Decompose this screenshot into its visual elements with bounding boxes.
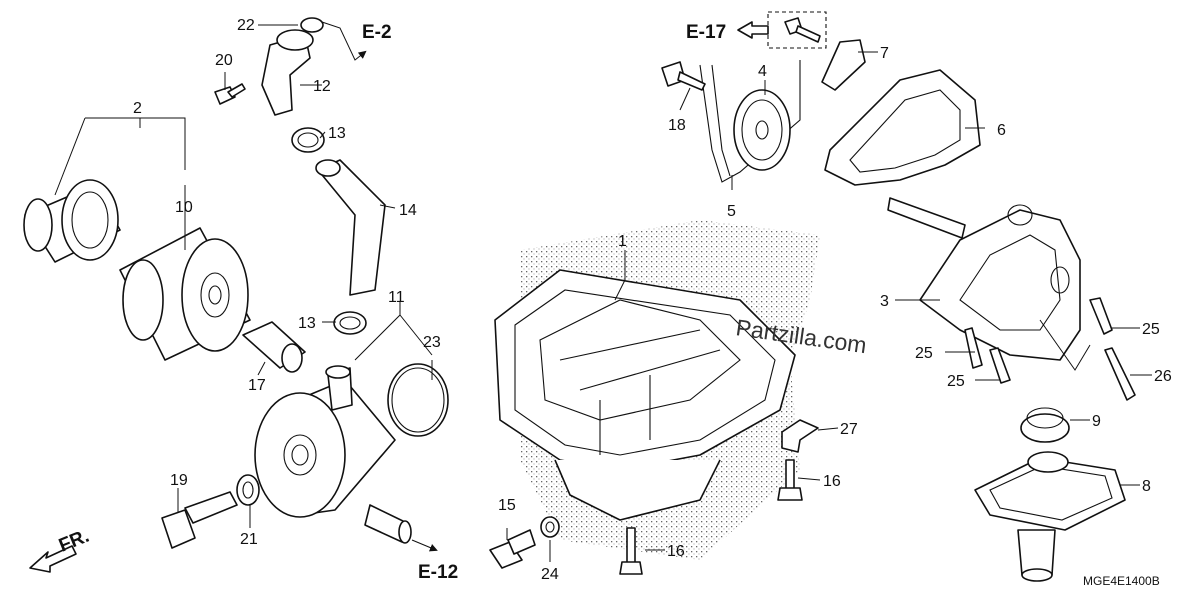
- callout-15: 15: [498, 497, 516, 514]
- callout-9: 9: [1092, 413, 1101, 430]
- part-20-bolt: [214, 83, 246, 105]
- part-26-bolt: [1104, 347, 1136, 401]
- callout-8: 8: [1142, 478, 1151, 495]
- part-17-threaded-nipple: [242, 321, 306, 373]
- ref-e12-label: E-12: [418, 562, 458, 583]
- part-25-bolt-right: [1089, 297, 1113, 335]
- part-18-bolt: [661, 61, 706, 91]
- callout-14: 14: [399, 202, 417, 219]
- part-8-strainer: [974, 451, 1126, 582]
- callout-6: 6: [997, 122, 1006, 139]
- callout-13-upper: 13: [328, 125, 346, 142]
- ref-e2-arrow: [321, 21, 367, 61]
- callout-21: 21: [240, 531, 258, 548]
- ref-e17-label: E-17: [686, 22, 726, 43]
- bolt-in-box: [767, 11, 827, 49]
- callout-11: 11: [388, 289, 405, 306]
- callout-26: 26: [1154, 368, 1172, 385]
- part-7-chain-guide: [821, 39, 866, 91]
- leader-lines: [54, 24, 1152, 562]
- part-22-o-ring: [300, 17, 324, 33]
- callout-20: 20: [215, 52, 233, 69]
- part-21-washer: [236, 474, 260, 506]
- callout-16-lower: 16: [667, 543, 685, 560]
- ref-e12-arrow: [411, 539, 438, 552]
- part-11-oil-cooler: [254, 365, 412, 544]
- callout-12: 12: [313, 78, 331, 95]
- part-16-bolt-lower: [619, 527, 643, 575]
- ref-e2-label: E-2: [362, 22, 392, 43]
- part-6-gasket: [824, 69, 981, 186]
- part-14-hose: [315, 159, 386, 296]
- callout-3: 3: [880, 293, 889, 310]
- callout-17: 17: [248, 377, 266, 394]
- part-3-oil-pump: [887, 197, 1081, 361]
- ref-e17-arrow: [737, 21, 769, 39]
- part-19-bolt: [161, 491, 238, 549]
- part-13-hose-clamp-lower: [333, 311, 367, 335]
- callout-23: 23: [423, 334, 441, 351]
- part-13-hose-clamp-upper: [291, 127, 325, 153]
- front-arrow: [29, 545, 77, 573]
- callout-13-lower: 13: [298, 315, 316, 332]
- part-25-bolt-lower: [989, 347, 1011, 384]
- diagram-code: MGE4E1400B: [1083, 574, 1160, 588]
- callout-25-left: 25: [915, 345, 933, 362]
- callout-1: 1: [618, 233, 627, 250]
- part-2-filter-cap: [23, 179, 121, 263]
- part-1-oil-pan: [494, 269, 796, 521]
- part-24-washer: [540, 516, 560, 538]
- callout-10: 10: [175, 199, 193, 216]
- part-16-bolt-upper: [777, 459, 803, 501]
- callout-22: 22: [237, 17, 255, 34]
- part-4-sprocket: [733, 89, 791, 171]
- callout-4: 4: [758, 63, 767, 80]
- part-9-seal: [1020, 407, 1070, 443]
- part-25-bolt-left: [964, 327, 983, 369]
- front-label: FR.: [56, 526, 92, 557]
- callout-25-lower: 25: [947, 373, 965, 390]
- callout-27: 27: [840, 421, 858, 438]
- callout-7: 7: [880, 45, 889, 62]
- callouts: 2 10 22 20 12 13 14 11 13 23 17 19 21 1 …: [133, 17, 1172, 583]
- callout-24: 24: [541, 566, 559, 583]
- callout-19: 19: [170, 472, 188, 489]
- callout-25-right: 25: [1142, 321, 1160, 338]
- part-12-elbow-pipe: [261, 29, 314, 116]
- part-10-oil-filter: [119, 227, 251, 361]
- callout-5: 5: [727, 203, 736, 220]
- callout-16-upper: 16: [823, 473, 841, 490]
- callout-18: 18: [668, 117, 686, 134]
- part-15-drain-bolt: [489, 529, 536, 569]
- part-5-chain: [699, 60, 801, 183]
- part-23-o-ring: [387, 363, 449, 437]
- callout-2: 2: [133, 100, 142, 117]
- part-27-bracket: [781, 419, 819, 453]
